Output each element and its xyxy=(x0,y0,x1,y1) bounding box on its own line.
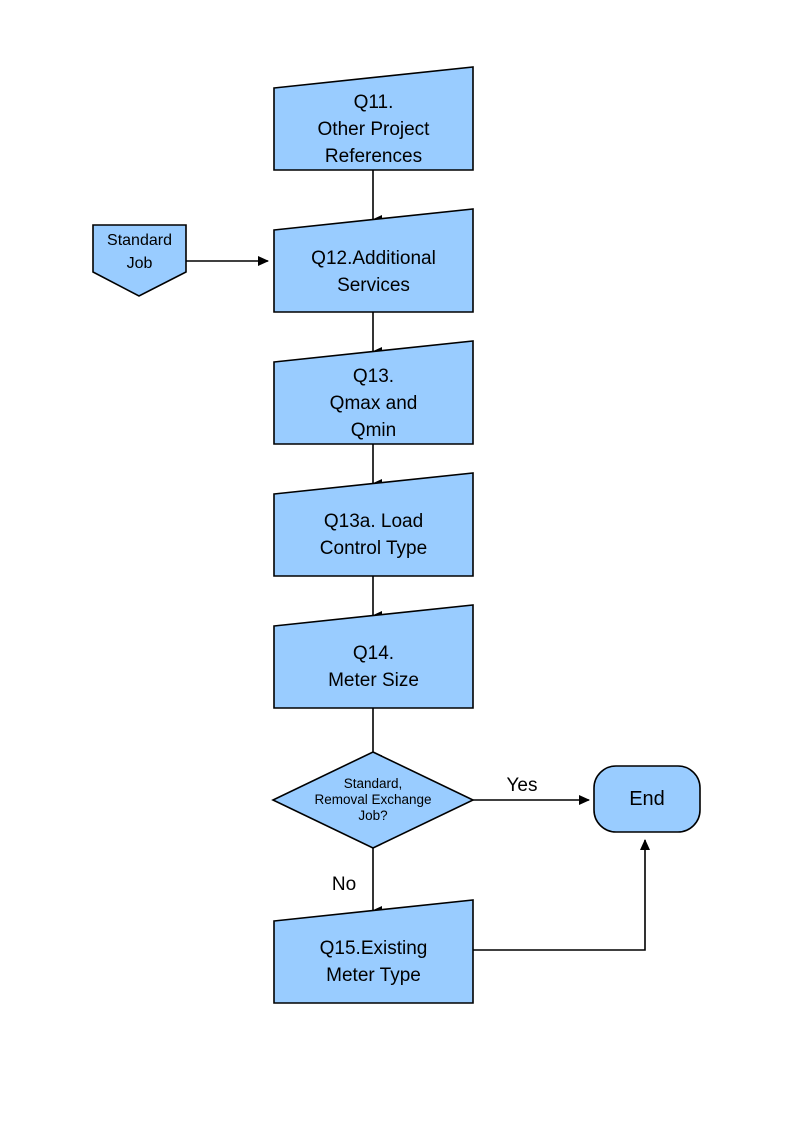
connectors-layer xyxy=(186,170,650,951)
node-q11[interactable] xyxy=(273,66,474,171)
node-q14[interactable] xyxy=(273,604,474,709)
node-standard-job[interactable] xyxy=(92,224,187,297)
connector-q15-to-end xyxy=(473,839,650,951)
node-q13a[interactable] xyxy=(273,472,474,577)
node-q15[interactable] xyxy=(273,899,474,1004)
node-q13[interactable] xyxy=(273,340,474,445)
node-decision-standard-removal-exchange[interactable] xyxy=(271,751,475,849)
nodes-layer xyxy=(92,66,701,1004)
node-end[interactable] xyxy=(593,765,701,833)
node-q12[interactable] xyxy=(273,208,474,313)
